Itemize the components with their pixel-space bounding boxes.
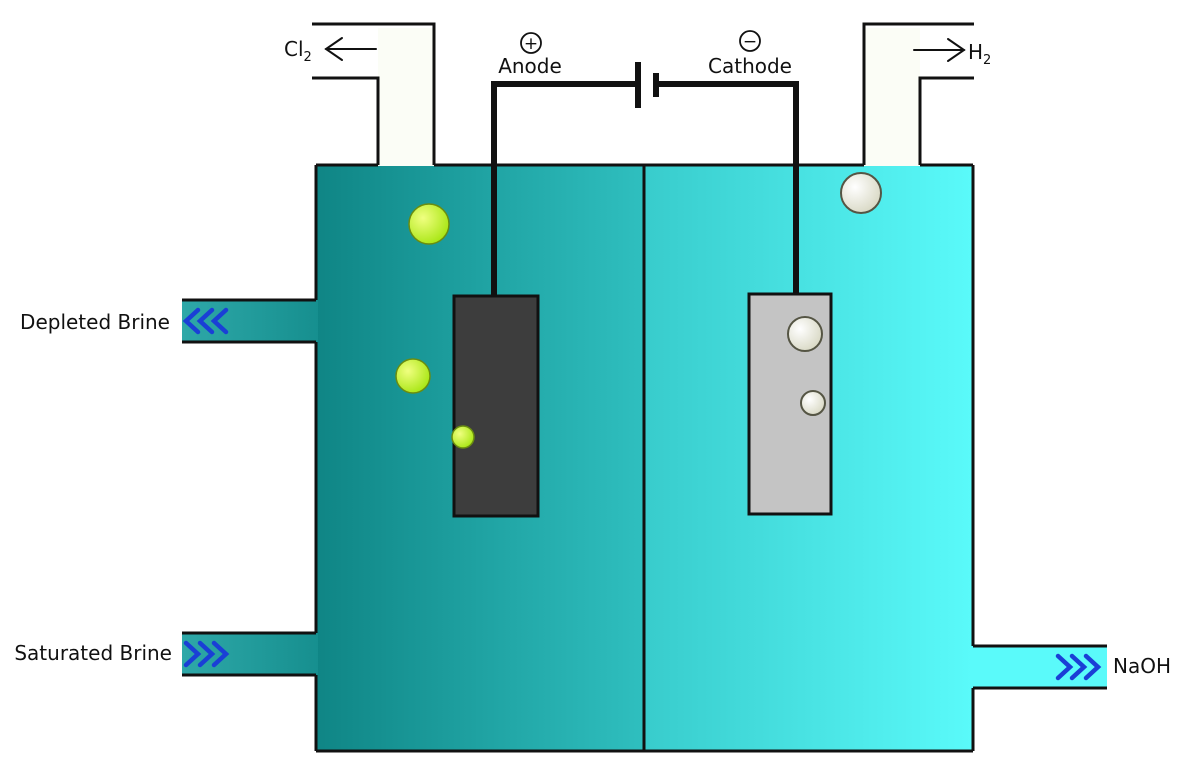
chlorine-bubble — [408, 203, 450, 245]
anode-wire — [491, 81, 637, 296]
h2-label: H2 — [968, 40, 991, 68]
depleted-brine-pipe — [182, 300, 318, 342]
chlorine-bubbles — [395, 203, 475, 449]
chlorine-bubble — [451, 425, 475, 449]
saturated-brine-pipe — [182, 633, 318, 675]
cathode-wire — [656, 81, 799, 294]
chlorine-bubble — [395, 358, 431, 394]
h2-symbol: H — [968, 40, 983, 64]
saturated-brine-label: Saturated Brine — [14, 641, 172, 665]
cl2-outlet-tube — [378, 28, 434, 166]
cl2-arrow-icon — [324, 37, 377, 61]
naoh-label: NaOH — [1113, 654, 1171, 678]
naoh-flow-icon — [1055, 653, 1102, 681]
h2-outlet-tube — [864, 28, 920, 166]
cl2-label: Cl2 — [284, 37, 312, 65]
anode-label: Anode — [498, 54, 562, 78]
saturated-brine-flow-icon — [183, 640, 230, 668]
minus-symbol-icon: − — [739, 30, 761, 52]
plus-symbol-icon: + — [520, 32, 542, 54]
hydrogen-bubble — [840, 172, 882, 214]
anode-electrode — [452, 294, 540, 518]
h2-subscript: 2 — [983, 53, 991, 68]
hydrogen-bubbles — [787, 172, 882, 416]
hydrogen-bubble — [800, 390, 826, 416]
external-circuit — [491, 81, 799, 296]
depleted-brine-flow-icon — [182, 307, 229, 335]
battery-icon — [635, 62, 659, 108]
cathode-label: Cathode — [708, 54, 792, 78]
hydrogen-bubble — [787, 316, 823, 352]
cell-outline — [182, 22, 1107, 753]
cl2-subscript: 2 — [304, 50, 312, 65]
depleted-brine-label: Depleted Brine — [20, 310, 170, 334]
minus-sign: − — [743, 32, 757, 52]
h2-arrow-icon — [913, 38, 966, 62]
cl2-symbol: Cl — [284, 37, 304, 61]
plus-sign: + — [524, 34, 538, 54]
